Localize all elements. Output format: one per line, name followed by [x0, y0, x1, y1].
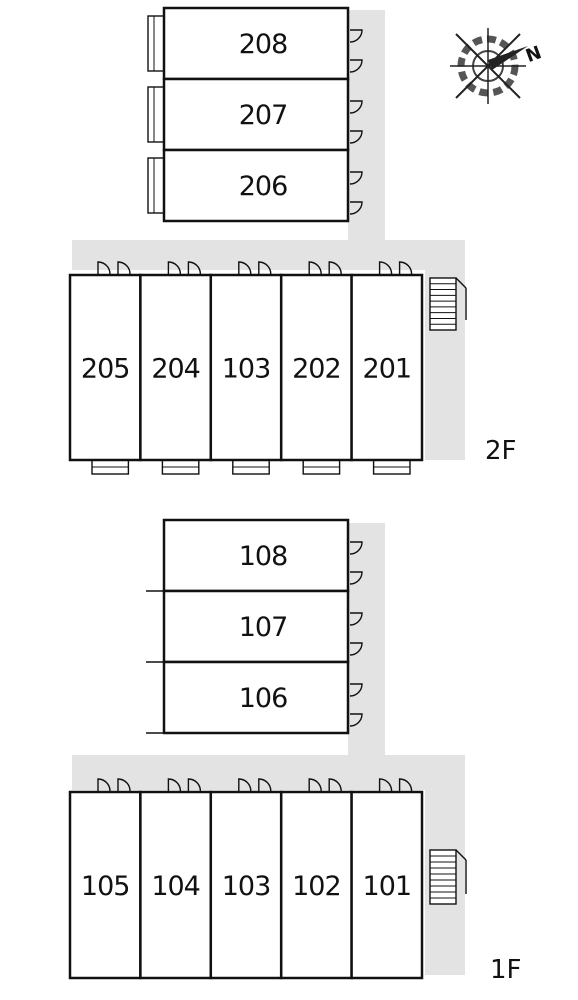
unit-label: 105: [81, 871, 130, 902]
unit-201: 201: [350, 261, 424, 475]
unit-202: 202: [279, 261, 353, 475]
unit-label: 208: [239, 29, 288, 60]
floor-label-2f: 2F: [485, 436, 517, 466]
unit-208: 208: [147, 6, 363, 81]
unit-label: 108: [239, 541, 288, 572]
corridors: [72, 10, 465, 975]
unit-104: 104: [139, 778, 213, 980]
front-units-1f: 105 104 103 102 101: [68, 778, 424, 980]
unit-107: 107: [146, 589, 363, 664]
unit-label: 204: [151, 354, 200, 385]
corridor-1f: [72, 523, 465, 975]
unit-101: 101: [350, 778, 424, 980]
corridor-2f: [72, 10, 465, 460]
floor-2f: 208 207 206 205 204 103 202 201 2F: [68, 6, 517, 475]
unit-label: 201: [363, 354, 412, 385]
unit-103: 103: [209, 778, 283, 980]
unit-206: 206: [147, 148, 363, 223]
stairs-2f: [429, 277, 467, 331]
unit-label: 104: [151, 871, 200, 902]
compass-north-label: N: [523, 42, 544, 67]
unit-106: 106: [146, 660, 363, 735]
unit-label: 103: [222, 871, 271, 902]
unit-label: 107: [239, 612, 288, 643]
unit-label: 202: [292, 354, 341, 385]
unit-108: 108: [146, 518, 363, 593]
rear-units-1f: 108 107 106: [146, 518, 363, 735]
unit-label: 206: [239, 171, 288, 202]
unit-105: 105: [68, 778, 142, 980]
stairs-1f: [429, 849, 467, 905]
unit-label: 101: [363, 871, 412, 902]
unit-205: 205: [68, 261, 142, 475]
unit-label: 103: [222, 354, 271, 385]
unit-label: 207: [239, 100, 288, 131]
unit-204: 204: [139, 261, 213, 475]
floor-label-1f: 1F: [490, 955, 522, 985]
front-units-2f: 205 204 103 202 201: [68, 261, 424, 475]
floor-1f: 108 107 106 105 104 103 102 101 1F: [68, 518, 522, 985]
rear-units-2f: 208 207 206: [147, 6, 363, 223]
unit-label: 102: [292, 871, 341, 902]
unit-label: 205: [81, 354, 130, 385]
unit-label: 106: [239, 683, 288, 714]
unit-102: 102: [279, 778, 353, 980]
unit-103: 103: [209, 261, 283, 475]
compass-rose-icon: N: [450, 28, 544, 104]
unit-207: 207: [147, 77, 363, 152]
